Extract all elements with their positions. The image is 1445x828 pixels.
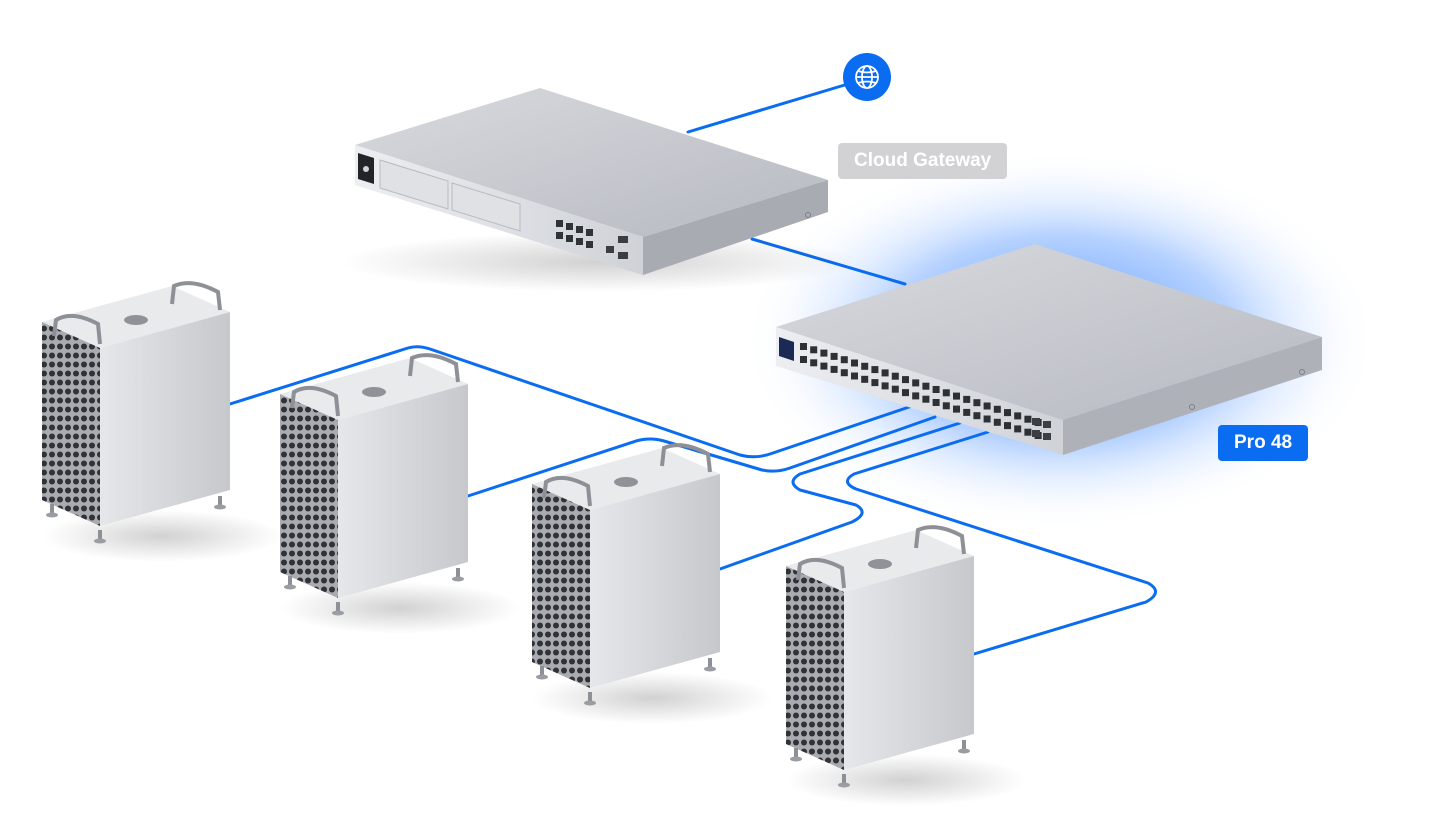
switch-ethernet-port — [973, 412, 981, 420]
workstation-computer — [280, 353, 520, 634]
link-switch-workstation-4 — [846, 430, 1157, 656]
switch-ethernet-port — [891, 385, 899, 393]
gateway-ethernet-port — [576, 238, 583, 245]
switch-ethernet-port — [891, 372, 899, 380]
workstation-computer — [42, 281, 282, 562]
switch-ethernet-port — [993, 405, 1001, 413]
switch-sfp-port — [1032, 430, 1040, 437]
switch-ethernet-port — [830, 365, 838, 373]
switch-ethernet-port — [922, 395, 930, 403]
switch-ethernet-port — [1014, 425, 1022, 433]
switch-ethernet-port — [953, 392, 960, 400]
switch-ethernet-port — [861, 375, 869, 383]
switch-ethernet-port — [820, 349, 828, 357]
switch-ethernet-port — [912, 392, 920, 400]
switch-ethernet-port — [851, 359, 858, 367]
switch-ethernet-port — [942, 402, 950, 410]
switch-ethernet-port — [963, 408, 971, 416]
switch-ethernet-port — [810, 359, 818, 367]
switch-ethernet-port — [881, 369, 889, 377]
switch-ethernet-port — [840, 356, 848, 364]
link-switch-workstation-1 — [228, 345, 914, 459]
cloud-gateway-device — [340, 88, 860, 292]
switch-sfp-port — [1032, 418, 1040, 425]
switch-ethernet-port — [840, 369, 848, 377]
switch-ethernet-port — [983, 402, 991, 410]
link-switch-workstation-2 — [466, 415, 937, 498]
switch-ethernet-port — [1024, 428, 1032, 436]
switch-ethernet-port — [871, 379, 879, 387]
gateway-ethernet-port — [566, 223, 573, 230]
link-gateway-internet — [686, 82, 850, 134]
switch-ethernet-port — [1004, 409, 1011, 417]
switch-ethernet-port — [942, 389, 950, 397]
switch-sfp-port — [1043, 421, 1051, 428]
gateway-ethernet-port — [556, 232, 563, 239]
switch-ethernet-port — [963, 395, 971, 403]
globe-icon — [843, 53, 891, 101]
switch-ethernet-port — [953, 405, 960, 413]
switch-ethernet-port — [871, 366, 879, 374]
switch-ethernet-port — [983, 415, 991, 423]
link-switch-workstation-3 — [718, 421, 962, 571]
switch-ethernet-port — [932, 386, 940, 393]
workstation-computer — [786, 525, 1026, 806]
cloud-gateway-label: Cloud Gateway — [838, 143, 1008, 179]
pro-48-label: Pro 48 — [1218, 425, 1309, 461]
switch-ethernet-port — [912, 379, 920, 387]
switch-ethernet-port — [800, 356, 807, 363]
gateway-ethernet-port — [556, 220, 563, 227]
gateway-ethernet-port — [576, 226, 583, 233]
switch-ethernet-port — [1014, 412, 1022, 420]
switch-ethernet-port — [810, 346, 818, 354]
gateway-ethernet-port — [586, 229, 593, 236]
switch-ethernet-port — [973, 399, 981, 407]
switch-ethernet-port — [800, 343, 807, 350]
switch-ethernet-port — [830, 352, 838, 360]
switch-ethernet-port — [1024, 415, 1032, 423]
switch-ethernet-port — [861, 362, 869, 370]
switch-ethernet-port — [1004, 422, 1011, 430]
switch-ethernet-port — [851, 372, 858, 380]
switch-ethernet-port — [902, 376, 909, 384]
switch-ethernet-port — [922, 382, 930, 390]
switch-ethernet-port — [993, 418, 1001, 426]
pro-48-switch-device — [776, 244, 1322, 455]
switch-ethernet-port — [902, 389, 909, 397]
switch-sfp-port — [1043, 433, 1051, 440]
gateway-ethernet-port — [586, 241, 593, 248]
gateway-ethernet-port — [566, 235, 573, 242]
switch-ethernet-port — [820, 362, 828, 370]
switch-ethernet-port — [932, 399, 940, 406]
workstation-computer — [532, 443, 772, 724]
switch-ethernet-port — [881, 382, 889, 390]
